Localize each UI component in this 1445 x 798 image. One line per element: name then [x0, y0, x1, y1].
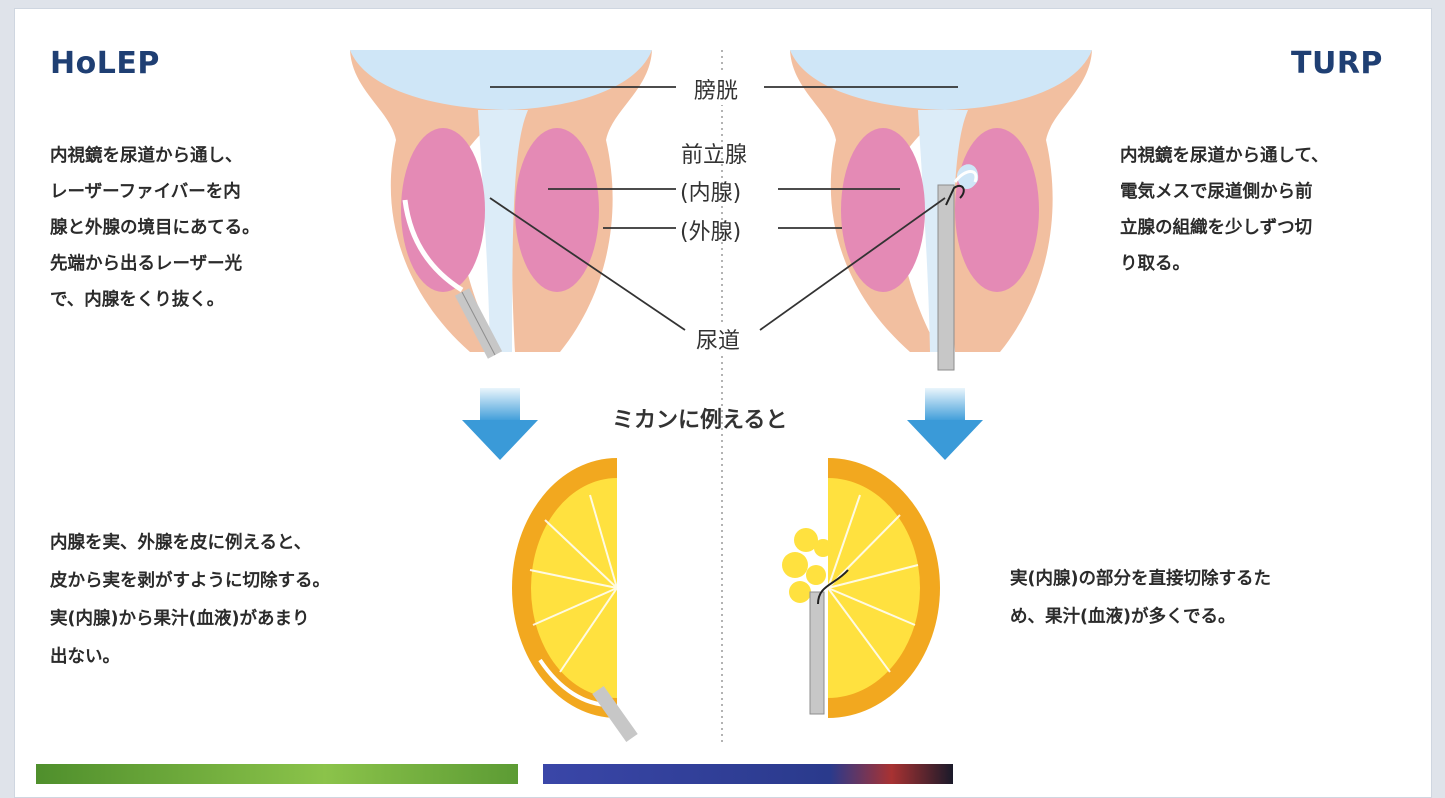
turp-orange-description: 実(内腺)の部分を直接切除するた め、果汁(血液)が多くでる。 [1010, 569, 1271, 627]
turp-endoscope [937, 184, 955, 371]
turp-photo [543, 764, 953, 784]
turp-description: 内視鏡を尿道から通して、 電気メスで尿道側から前 立腺の組織を少しずつ切 り取る… [1120, 146, 1329, 274]
holep-inner-gland-right [515, 128, 599, 292]
turp-prostate-illustration [790, 50, 1092, 371]
outer-gland-label: (外腺) [680, 220, 742, 245]
prostate-label: 前立腺 [681, 143, 748, 168]
holep-orange-description: 内腺を実、外腺を皮に例えると、 皮から実を剥がすように切除する。 実(内腺)から… [50, 533, 330, 667]
holep-inner-gland-left [401, 128, 485, 292]
down-arrow-right [907, 388, 983, 460]
holep-urethra [478, 110, 528, 352]
down-arrow-left [462, 388, 538, 460]
turp-bladder [790, 50, 1092, 110]
leader-lines [489, 86, 958, 331]
holep-description: 内視鏡を尿道から通し、 レーザーファイバーを内 腺と外腺の境目にあてる。 先端か… [50, 146, 260, 310]
turp-inner-gland-right [955, 128, 1039, 292]
holep-title: HoLEP [50, 46, 160, 81]
diagram-panel [14, 8, 1432, 798]
juice-splash [782, 528, 832, 603]
turp-title: TURP [1291, 46, 1383, 81]
inner-gland-label: (内腺) [680, 181, 742, 206]
turp-inner-gland-left [841, 128, 925, 292]
bladder-label: 膀胱 [690, 73, 743, 105]
holep-photo [36, 764, 518, 784]
holep-prostate-illustration [350, 50, 652, 359]
urethra-label: 尿道 [693, 323, 744, 355]
holep-bladder [350, 50, 652, 110]
orange-caption: ミカンに例えると [612, 408, 788, 433]
holep-laser-fiber [402, 199, 464, 293]
holep-orange-illustration [512, 458, 638, 743]
turp-orange-illustration [782, 458, 940, 718]
turp-electric-knife [945, 184, 965, 206]
